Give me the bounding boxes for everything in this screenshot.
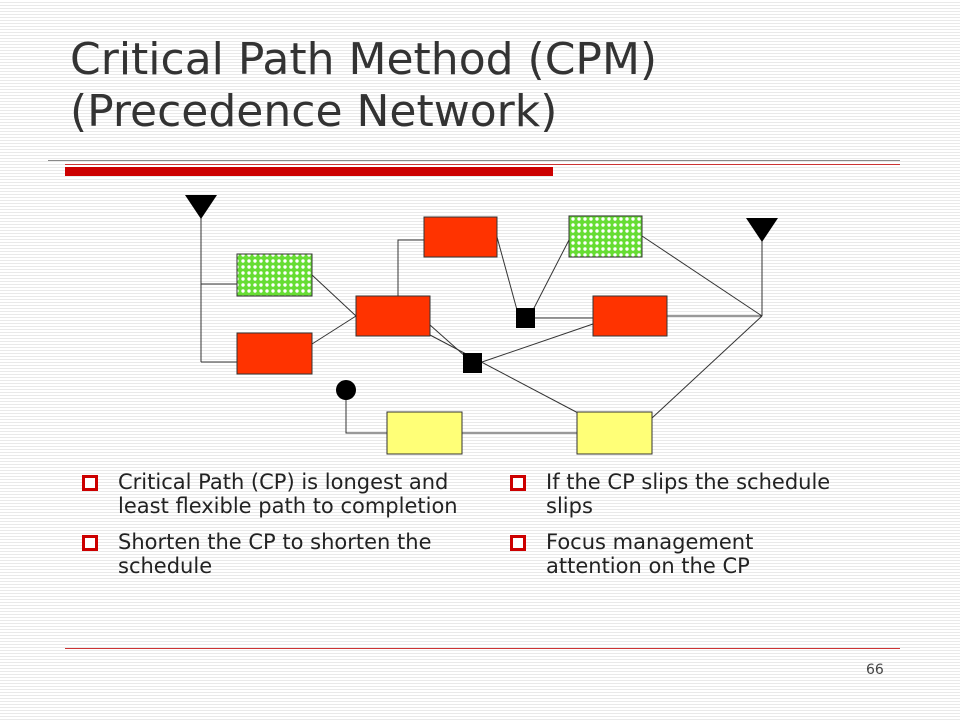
page-number: 66 xyxy=(866,662,884,678)
task-box-noncritical-yellow-1 xyxy=(386,411,463,455)
slide-title-line-1: Critical Path Method (CPM) xyxy=(70,34,658,85)
finish-milestone-triangle xyxy=(746,218,778,242)
title-divider xyxy=(48,160,900,161)
start-milestone-circle xyxy=(336,380,356,400)
task-box-noncritical-dotted-1 xyxy=(236,253,313,297)
task-box-critical-3 xyxy=(423,216,498,258)
bullet-item: Focus management attention on the CP xyxy=(502,530,832,578)
link-milestone-b-to-critical-4 xyxy=(481,323,594,363)
link-critical-2-to-yellow-task-2 xyxy=(429,334,581,415)
accent-bar xyxy=(65,167,553,176)
bullet-list-left: Critical Path (CP) is longest and least … xyxy=(74,470,474,590)
footer-divider xyxy=(65,648,900,649)
link-critical-2-to-critical-3 xyxy=(397,239,424,296)
dependency-links xyxy=(200,218,763,434)
link-critical-1-to-critical-2 xyxy=(311,315,357,345)
task-box-critical-1 xyxy=(236,332,313,375)
bullet-item: If the CP slips the schedule slips xyxy=(502,470,832,518)
task-box-noncritical-dotted-2 xyxy=(568,215,643,258)
bullet-text: Shorten the CP to shorten the schedule xyxy=(118,530,432,578)
bullet-box-icon xyxy=(82,535,98,551)
bullet-item: Critical Path (CP) is longest and least … xyxy=(74,470,474,518)
task-box-critical-2 xyxy=(355,295,431,337)
bullet-text: If the CP slips the schedule slips xyxy=(546,470,831,518)
link-milestone-a-to-dotted-task-2 xyxy=(532,239,570,311)
link-yellow-task-2-to-finish xyxy=(651,315,763,419)
task-box-noncritical-yellow-2 xyxy=(576,411,653,455)
task-box-critical-4 xyxy=(592,295,668,337)
bullet-item: Shorten the CP to shorten the schedule xyxy=(74,530,474,578)
title-underline xyxy=(65,164,900,165)
bullet-box-icon xyxy=(510,535,526,551)
bullet-box-icon xyxy=(82,475,98,491)
bullet-text: Focus management attention on the CP xyxy=(546,530,754,578)
bullet-list-right: If the CP slips the schedule slips Focus… xyxy=(502,470,832,590)
milestone-square-b xyxy=(463,353,482,373)
slide-title-line-2: (Precedence Network) xyxy=(70,86,558,137)
bullet-text: Critical Path (CP) is longest and least … xyxy=(118,470,458,518)
link-start-circle-to-yellow-task-1 xyxy=(345,398,387,434)
start-milestone-triangle xyxy=(185,195,217,219)
link-dotted-task-2-to-finish xyxy=(641,235,763,317)
link-critical-3-to-milestone-a xyxy=(496,236,518,311)
milestone-square-a xyxy=(516,308,535,328)
link-critical-2-to-milestone-b xyxy=(429,324,467,358)
link-dotted-task-to-critical-2 xyxy=(311,274,357,317)
slide-title: Critical Path Method (CPM) (Precedence N… xyxy=(70,34,930,138)
bullet-box-icon xyxy=(510,475,526,491)
